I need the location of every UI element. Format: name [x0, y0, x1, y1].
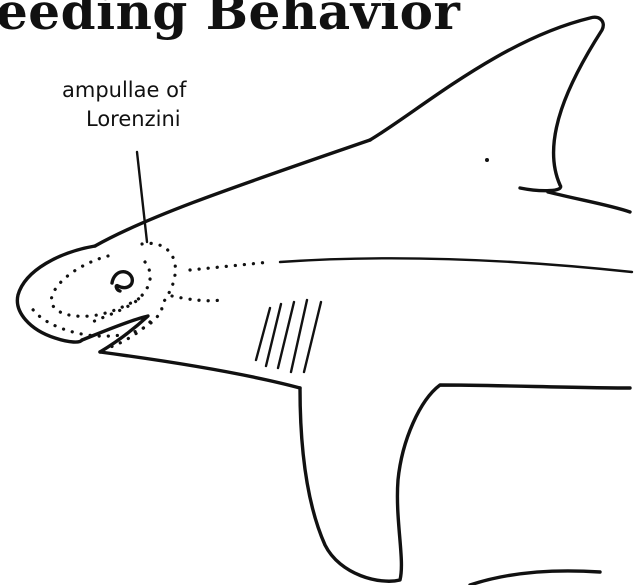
stray-dot: [485, 158, 489, 162]
annotation-label-line1: ampullae of: [62, 79, 262, 102]
annotation-label-line2: Lorenzini: [86, 108, 246, 131]
shark-belly-outline: [100, 352, 300, 388]
gill-slit: [291, 300, 307, 372]
dorsal-fin: [370, 17, 603, 190]
gill-slit: [278, 302, 294, 368]
gill-slits: [256, 300, 321, 372]
pelvic-fin: [470, 571, 600, 585]
shark-mouth: [82, 316, 148, 352]
annotation-leader-line: [137, 152, 147, 242]
ampullae-dots-trail: [190, 262, 270, 270]
ampullae-dots-outer: [30, 243, 175, 336]
shark-eye: [112, 272, 132, 291]
gill-slit: [256, 308, 270, 360]
gill-slit: [304, 302, 321, 372]
ampullae-dots-trail2: [172, 296, 220, 301]
dorsal-fin-trailing: [548, 192, 630, 212]
lateral-line: [280, 258, 632, 272]
shark-snout: [17, 246, 95, 342]
pectoral-fin: [300, 385, 630, 581]
